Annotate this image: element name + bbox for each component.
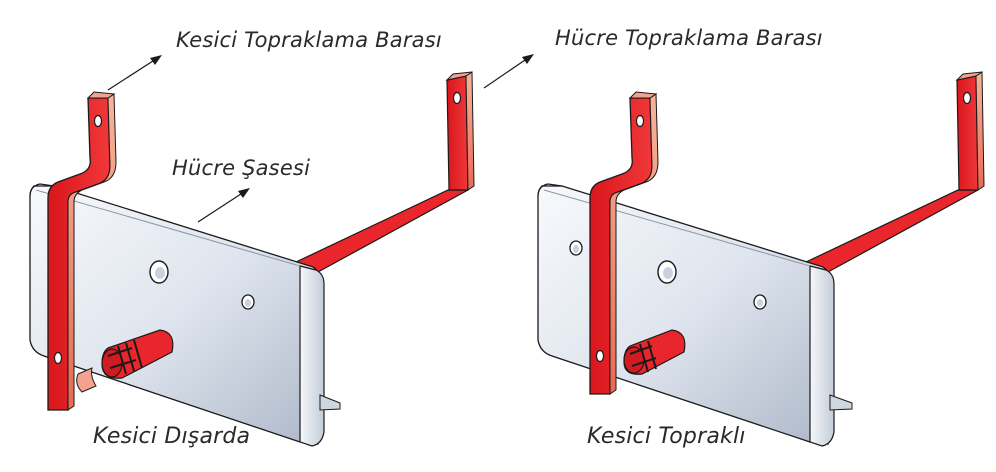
breaker-contact-knob-left — [76, 329, 174, 393]
label-breaker-earthed: Kesici Topraklı — [587, 424, 746, 449]
cell-chassis-plate-left — [29, 183, 341, 447]
arrow-cell-bar — [483, 54, 534, 89]
label-breaker-earthing-bar: Kesici Topraklama Barası — [176, 28, 442, 52]
cell-chassis-plate-right — [537, 183, 853, 447]
cell-earthing-bar-right — [804, 71, 985, 278]
breaker-earthing-bar-right — [589, 91, 659, 395]
label-cell-chassis: Hücre Şasesi — [172, 156, 311, 180]
arrow-chassis — [197, 188, 250, 223]
left-assembly — [29, 55, 475, 447]
label-breaker-outside: Kesici Dışarda — [93, 424, 251, 449]
breaker-contact-knob-right — [623, 329, 686, 375]
right-assembly — [483, 54, 985, 447]
arrow-breaker-bar — [107, 55, 162, 91]
cell-earthing-bar-left — [294, 71, 475, 278]
breaker-earthing-bar-left — [47, 91, 117, 411]
label-cell-earthing-bar: Hücre Topraklama Barası — [555, 26, 823, 50]
